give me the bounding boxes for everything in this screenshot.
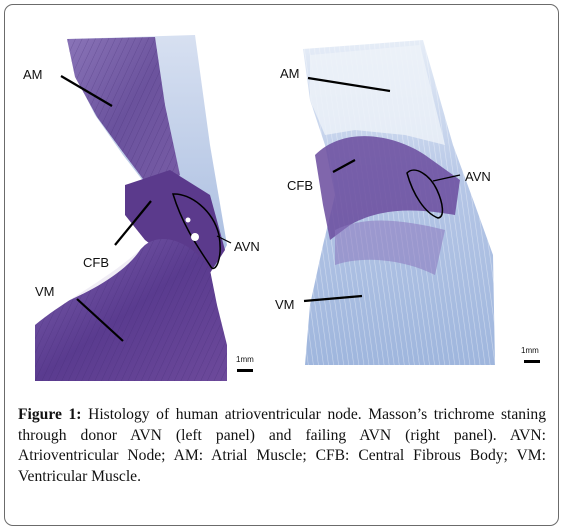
figure-frame: AM CFB VM AVN 1mm AM CFB VM AVN <box>4 4 559 526</box>
right-scale-bar: 1mm <box>521 346 540 363</box>
figure-caption: Figure 1: Histology of human atrioventri… <box>18 405 546 487</box>
left-scale-bar: 1mm <box>236 355 254 372</box>
histology-figure: AM CFB VM AVN 1mm AM CFB VM AVN <box>23 35 540 381</box>
svg-text:1mm: 1mm <box>521 346 539 355</box>
left-avn-label: AVN <box>234 239 260 254</box>
left-panel-annotations <box>60 75 232 342</box>
caption-text: Histology of human atrioventricular node… <box>18 406 547 485</box>
right-vm-label: VM <box>275 297 295 312</box>
left-am-label: AM <box>23 67 43 82</box>
left-vm-label: VM <box>35 284 55 299</box>
right-am-label: AM <box>280 66 300 81</box>
caption-label: Figure 1: <box>18 406 82 423</box>
right-cfb-label: CFB <box>287 178 313 193</box>
svg-text:1mm: 1mm <box>236 355 254 364</box>
right-avn-outline <box>406 169 444 219</box>
left-cfb-label: CFB <box>83 255 109 270</box>
left-avn-outline <box>172 193 221 270</box>
right-panel-annotations <box>303 76 461 303</box>
left-panel-tissue <box>33 35 227 381</box>
right-panel-tissue <box>303 40 495 365</box>
right-avn-label: AVN <box>465 169 491 184</box>
